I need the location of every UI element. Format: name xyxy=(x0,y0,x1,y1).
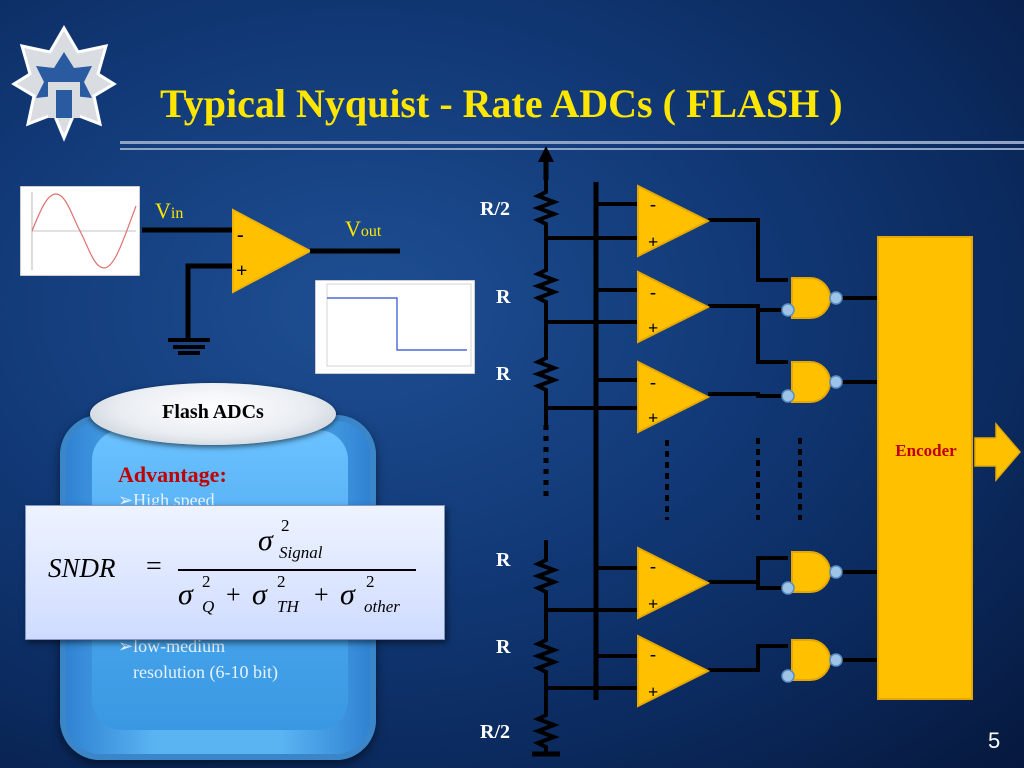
cons-item-line1: ➢low-medium xyxy=(118,636,226,656)
cmp3-minus: - xyxy=(650,372,656,392)
comparator-5 xyxy=(637,634,711,708)
comparator-3 xyxy=(637,360,711,434)
opamp-minus: - xyxy=(237,224,244,246)
university-logo xyxy=(11,25,117,142)
den-other-sup: 2 xyxy=(366,572,375,591)
cmp4-minus: - xyxy=(650,556,656,576)
vref-arrow xyxy=(538,146,554,162)
numerator-sub: Signal xyxy=(279,543,323,562)
opamp-triangle xyxy=(232,208,313,294)
comparators xyxy=(637,184,711,708)
numerator-sigma: σ xyxy=(258,524,273,557)
den-th-sub: TH xyxy=(277,597,299,616)
den-sigma-th: σ xyxy=(252,578,267,611)
cmp5-minus: - xyxy=(650,644,656,664)
output-step-plot xyxy=(315,280,475,374)
advantage-heading: Advantage: xyxy=(118,462,227,487)
inverter-bubbles xyxy=(781,291,843,683)
gate-1 xyxy=(791,277,831,319)
input-sine-plot xyxy=(20,186,140,276)
gate-4 xyxy=(791,639,831,681)
ladder-label-r2: R xyxy=(496,363,511,385)
ladder-label-bottom: R/2 xyxy=(480,721,510,743)
opamp-plus: + xyxy=(236,260,248,282)
vout-label: Vout xyxy=(345,216,382,241)
formula-equals: = xyxy=(146,551,162,582)
formula-lhs: SNDR xyxy=(48,553,116,583)
den-sigma-q: σ xyxy=(178,578,193,611)
vin-label: Vin xyxy=(155,198,184,223)
numerator-sup: 2 xyxy=(281,516,290,535)
den-plus-1: + xyxy=(226,580,241,609)
ladder-label-r4: R xyxy=(496,636,511,658)
ladder-taps xyxy=(546,182,878,700)
comparator-2 xyxy=(637,270,711,344)
cmp1-minus: - xyxy=(650,194,656,214)
encoder-output-arrow xyxy=(974,421,1021,483)
gate-2 xyxy=(791,361,831,403)
cmp1-plus: + xyxy=(648,232,659,252)
fraction-bar xyxy=(178,569,416,571)
page-number: 5 xyxy=(988,728,1001,753)
den-sigma-other: σ xyxy=(340,578,355,611)
den-q-sub: Q xyxy=(202,597,215,616)
ladder-label-r3: R xyxy=(496,549,511,571)
title-divider xyxy=(120,141,1024,144)
cmp3-plus: + xyxy=(648,408,659,428)
ladder-label-r1: R xyxy=(496,286,511,308)
cons-item-line2: resolution (6-10 bit) xyxy=(133,662,278,682)
opamp-circuit xyxy=(142,208,400,355)
encoder-label: Encoder xyxy=(895,441,957,460)
den-th-sup: 2 xyxy=(277,572,286,591)
encoder-block xyxy=(877,236,973,700)
title-divider-thin xyxy=(120,148,1024,150)
sndr-formula-box: SNDR = σ 2 Signal σ 2 Q + σ 2 TH + σ 2 o… xyxy=(25,505,445,640)
flash-card-cap xyxy=(90,383,336,445)
resistor-ladder xyxy=(532,180,560,752)
flash-card-title: Flash ADCs xyxy=(162,401,264,423)
slide-title: Typical Nyquist - Rate ADCs ( FLASH ) xyxy=(160,81,843,126)
comparator-1 xyxy=(637,184,711,258)
den-q-sup: 2 xyxy=(202,572,211,591)
cmp2-plus: + xyxy=(648,318,659,338)
den-plus-2: + xyxy=(314,580,329,609)
ladder-label-top: R/2 xyxy=(480,198,510,220)
cmp5-plus: + xyxy=(648,682,659,702)
flash-adc-schematic xyxy=(532,146,1021,757)
cmp2-minus: - xyxy=(650,282,656,302)
den-other-sub: other xyxy=(364,597,400,616)
cmp4-plus: + xyxy=(648,594,659,614)
and-gates xyxy=(791,277,831,681)
comparator-4 xyxy=(637,546,711,620)
gate-3 xyxy=(791,551,831,593)
